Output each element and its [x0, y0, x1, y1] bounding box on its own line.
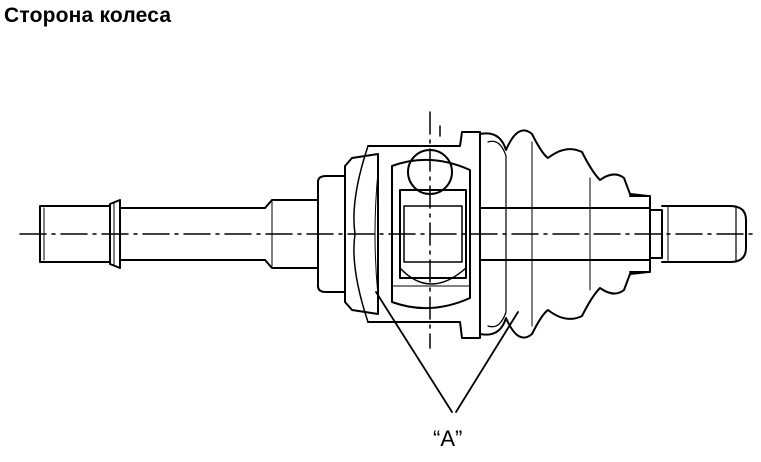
shaft-body — [119, 199, 319, 269]
inner-race-cage — [391, 149, 471, 310]
page-title: Сторона колеса — [4, 4, 172, 27]
shaft-right-end — [629, 195, 747, 273]
shaft-through-boot — [479, 207, 651, 261]
callout-label-a: “A” — [433, 426, 462, 451]
callout-leader-lines — [375, 291, 519, 413]
shaft-left-end — [39, 199, 121, 269]
cv-boot-bellows — [479, 129, 649, 339]
outer-race-housing — [317, 131, 481, 339]
